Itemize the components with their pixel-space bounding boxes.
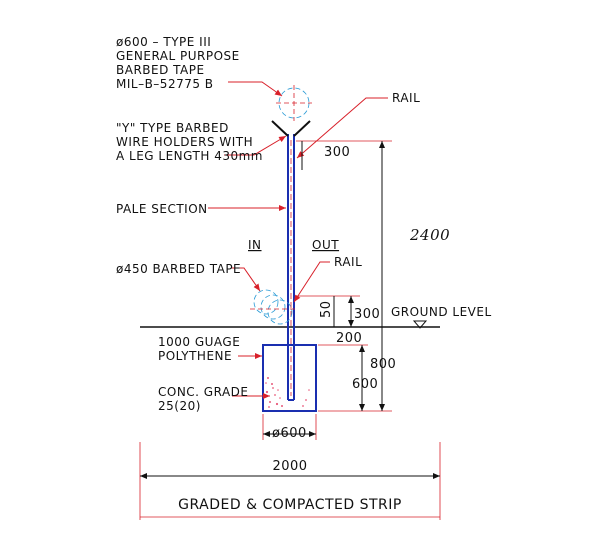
barbed-tape-top — [276, 85, 312, 121]
holder-label-2: WIRE HOLDERS WITH — [116, 135, 253, 149]
leader-tape-bottom — [232, 267, 261, 292]
strip-label: GRADED & COMPACTED STRIP — [178, 497, 402, 513]
tape-top-label-4: MIL–B–52775 B — [116, 77, 214, 91]
dim-800: 800 — [370, 357, 396, 372]
y-holder — [271, 120, 311, 137]
in-label: IN — [248, 238, 262, 252]
barbed-tape-bottom — [250, 289, 296, 325]
dim-600-width: ø600 — [272, 426, 307, 441]
concrete-foundation — [262, 344, 317, 412]
dim-2400: 2400 — [409, 226, 450, 244]
polythene-label-1: 1000 GUAGE — [158, 335, 240, 349]
dim-50: 50 — [319, 300, 334, 318]
tape-bottom-label: ø450 BARBED TAPE — [116, 262, 241, 276]
dim-600-depth: 600 — [352, 377, 378, 392]
tape-top-label-2: GENERAL PURPOSE — [116, 49, 240, 63]
leader-rail-mid — [293, 261, 330, 303]
rail-top-label: RAIL — [392, 91, 420, 105]
polythene-label-2: POLYTHENE — [158, 349, 232, 363]
concrete-label-2: 25(20) — [158, 399, 201, 413]
ground-level-symbol — [412, 320, 428, 329]
holder-label-1: "Y" TYPE BARBED — [116, 121, 229, 135]
ground-level-label: GROUND LEVEL — [391, 305, 492, 319]
dim-200: 200 — [336, 331, 362, 346]
tape-top-label-1: ø600 – TYPE III — [116, 35, 211, 49]
leader-holder — [224, 135, 287, 156]
concrete-label-1: CONC. GRADE — [158, 385, 249, 399]
rail-mid-label: RAIL — [334, 255, 362, 269]
tape-top-label-3: BARBED TAPE — [116, 63, 205, 77]
pale-section-label: PALE SECTION — [116, 202, 208, 216]
holder-label-3: A LEG LENGTH 430mm — [116, 149, 263, 163]
out-label: OUT — [312, 238, 339, 252]
concrete-hatch — [265, 377, 310, 408]
leader-rail-top — [296, 97, 388, 159]
dim-300-top: 300 — [324, 145, 350, 160]
dim-300-gl: 300 — [354, 307, 380, 322]
dim-2000: 2000 — [272, 459, 307, 474]
leader-tape-top — [228, 81, 283, 97]
